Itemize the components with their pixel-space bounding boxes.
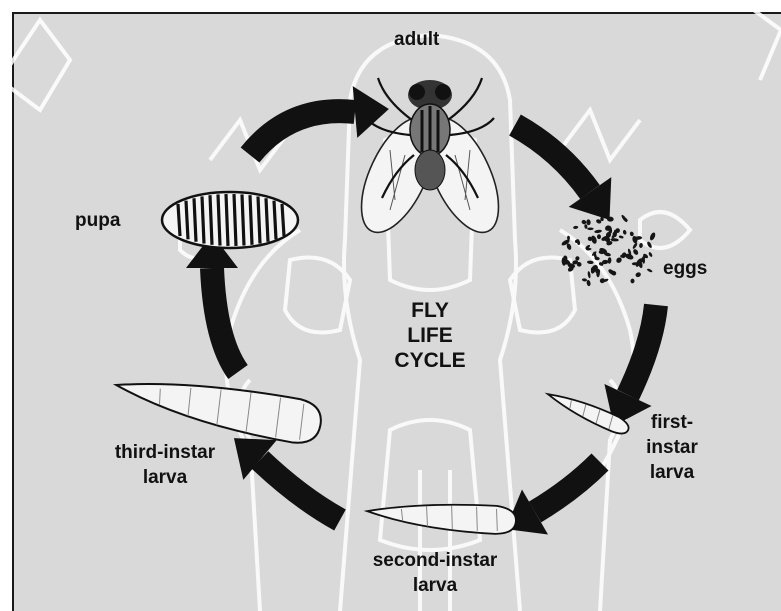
egg: [622, 230, 627, 236]
title-line: FLY: [370, 298, 490, 323]
label-line: instar: [632, 435, 712, 460]
title-line: CYCLE: [370, 348, 490, 373]
egg: [587, 260, 594, 264]
title-line: LIFE: [370, 323, 490, 348]
label-second-instar: second-instar larva: [345, 548, 525, 598]
egg: [630, 279, 634, 284]
egg: [632, 242, 638, 249]
label-line: third-instar: [80, 440, 250, 465]
cycle-arrow-icon: [250, 111, 355, 155]
pupa-segment: [242, 194, 244, 245]
pupa-segment: [282, 204, 284, 236]
cycle-arrow-icon: [535, 462, 600, 512]
egg: [581, 219, 587, 225]
pupa-segment: [234, 194, 236, 246]
egg: [587, 228, 593, 231]
pupa-segment: [178, 204, 180, 236]
egg: [635, 271, 642, 277]
label-third-instar: third-instar larva: [80, 440, 250, 490]
pupa-segment: [258, 196, 260, 243]
egg: [632, 248, 639, 256]
cycle-arrow-icon: [515, 125, 590, 192]
label-eggs: eggs: [663, 256, 707, 281]
egg: [649, 232, 657, 241]
egg: [610, 238, 619, 242]
egg: [621, 214, 628, 223]
pupa-segment: [210, 195, 212, 245]
egg: [607, 257, 611, 264]
pupa-segment: [250, 195, 252, 245]
pupa-icon: [162, 192, 298, 248]
pupa-segment: [194, 198, 196, 242]
egg: [597, 234, 601, 239]
label-first-instar: first- instar larva: [632, 410, 712, 485]
egg: [586, 219, 591, 225]
larva-icon: [366, 499, 516, 535]
egg: [629, 231, 634, 236]
pupa-segment: [266, 198, 268, 242]
egg: [594, 229, 602, 233]
label-line: second-instar: [345, 548, 525, 573]
pupa-segment: [274, 201, 276, 240]
label-pupa: pupa: [75, 208, 120, 233]
larva-icon: [112, 367, 324, 446]
egg: [647, 268, 653, 273]
egg: [584, 224, 588, 229]
egg: [587, 271, 591, 279]
pupa-segment: [226, 194, 228, 246]
label-line: first-: [632, 410, 712, 435]
egg: [573, 226, 579, 230]
label-adult: adult: [394, 27, 439, 52]
label-line: larva: [345, 573, 525, 598]
pupa-segment: [218, 194, 220, 245]
cycle-arrow-icon: [260, 460, 340, 520]
egg: [619, 235, 624, 239]
label-line: larva: [80, 465, 250, 490]
pupa-segment: [186, 201, 188, 240]
diagram-title: FLY LIFE CYCLE: [370, 298, 490, 373]
pupa-segment: [202, 196, 204, 243]
egg: [648, 252, 653, 258]
egg: [582, 278, 588, 282]
label-line: larva: [632, 460, 712, 485]
